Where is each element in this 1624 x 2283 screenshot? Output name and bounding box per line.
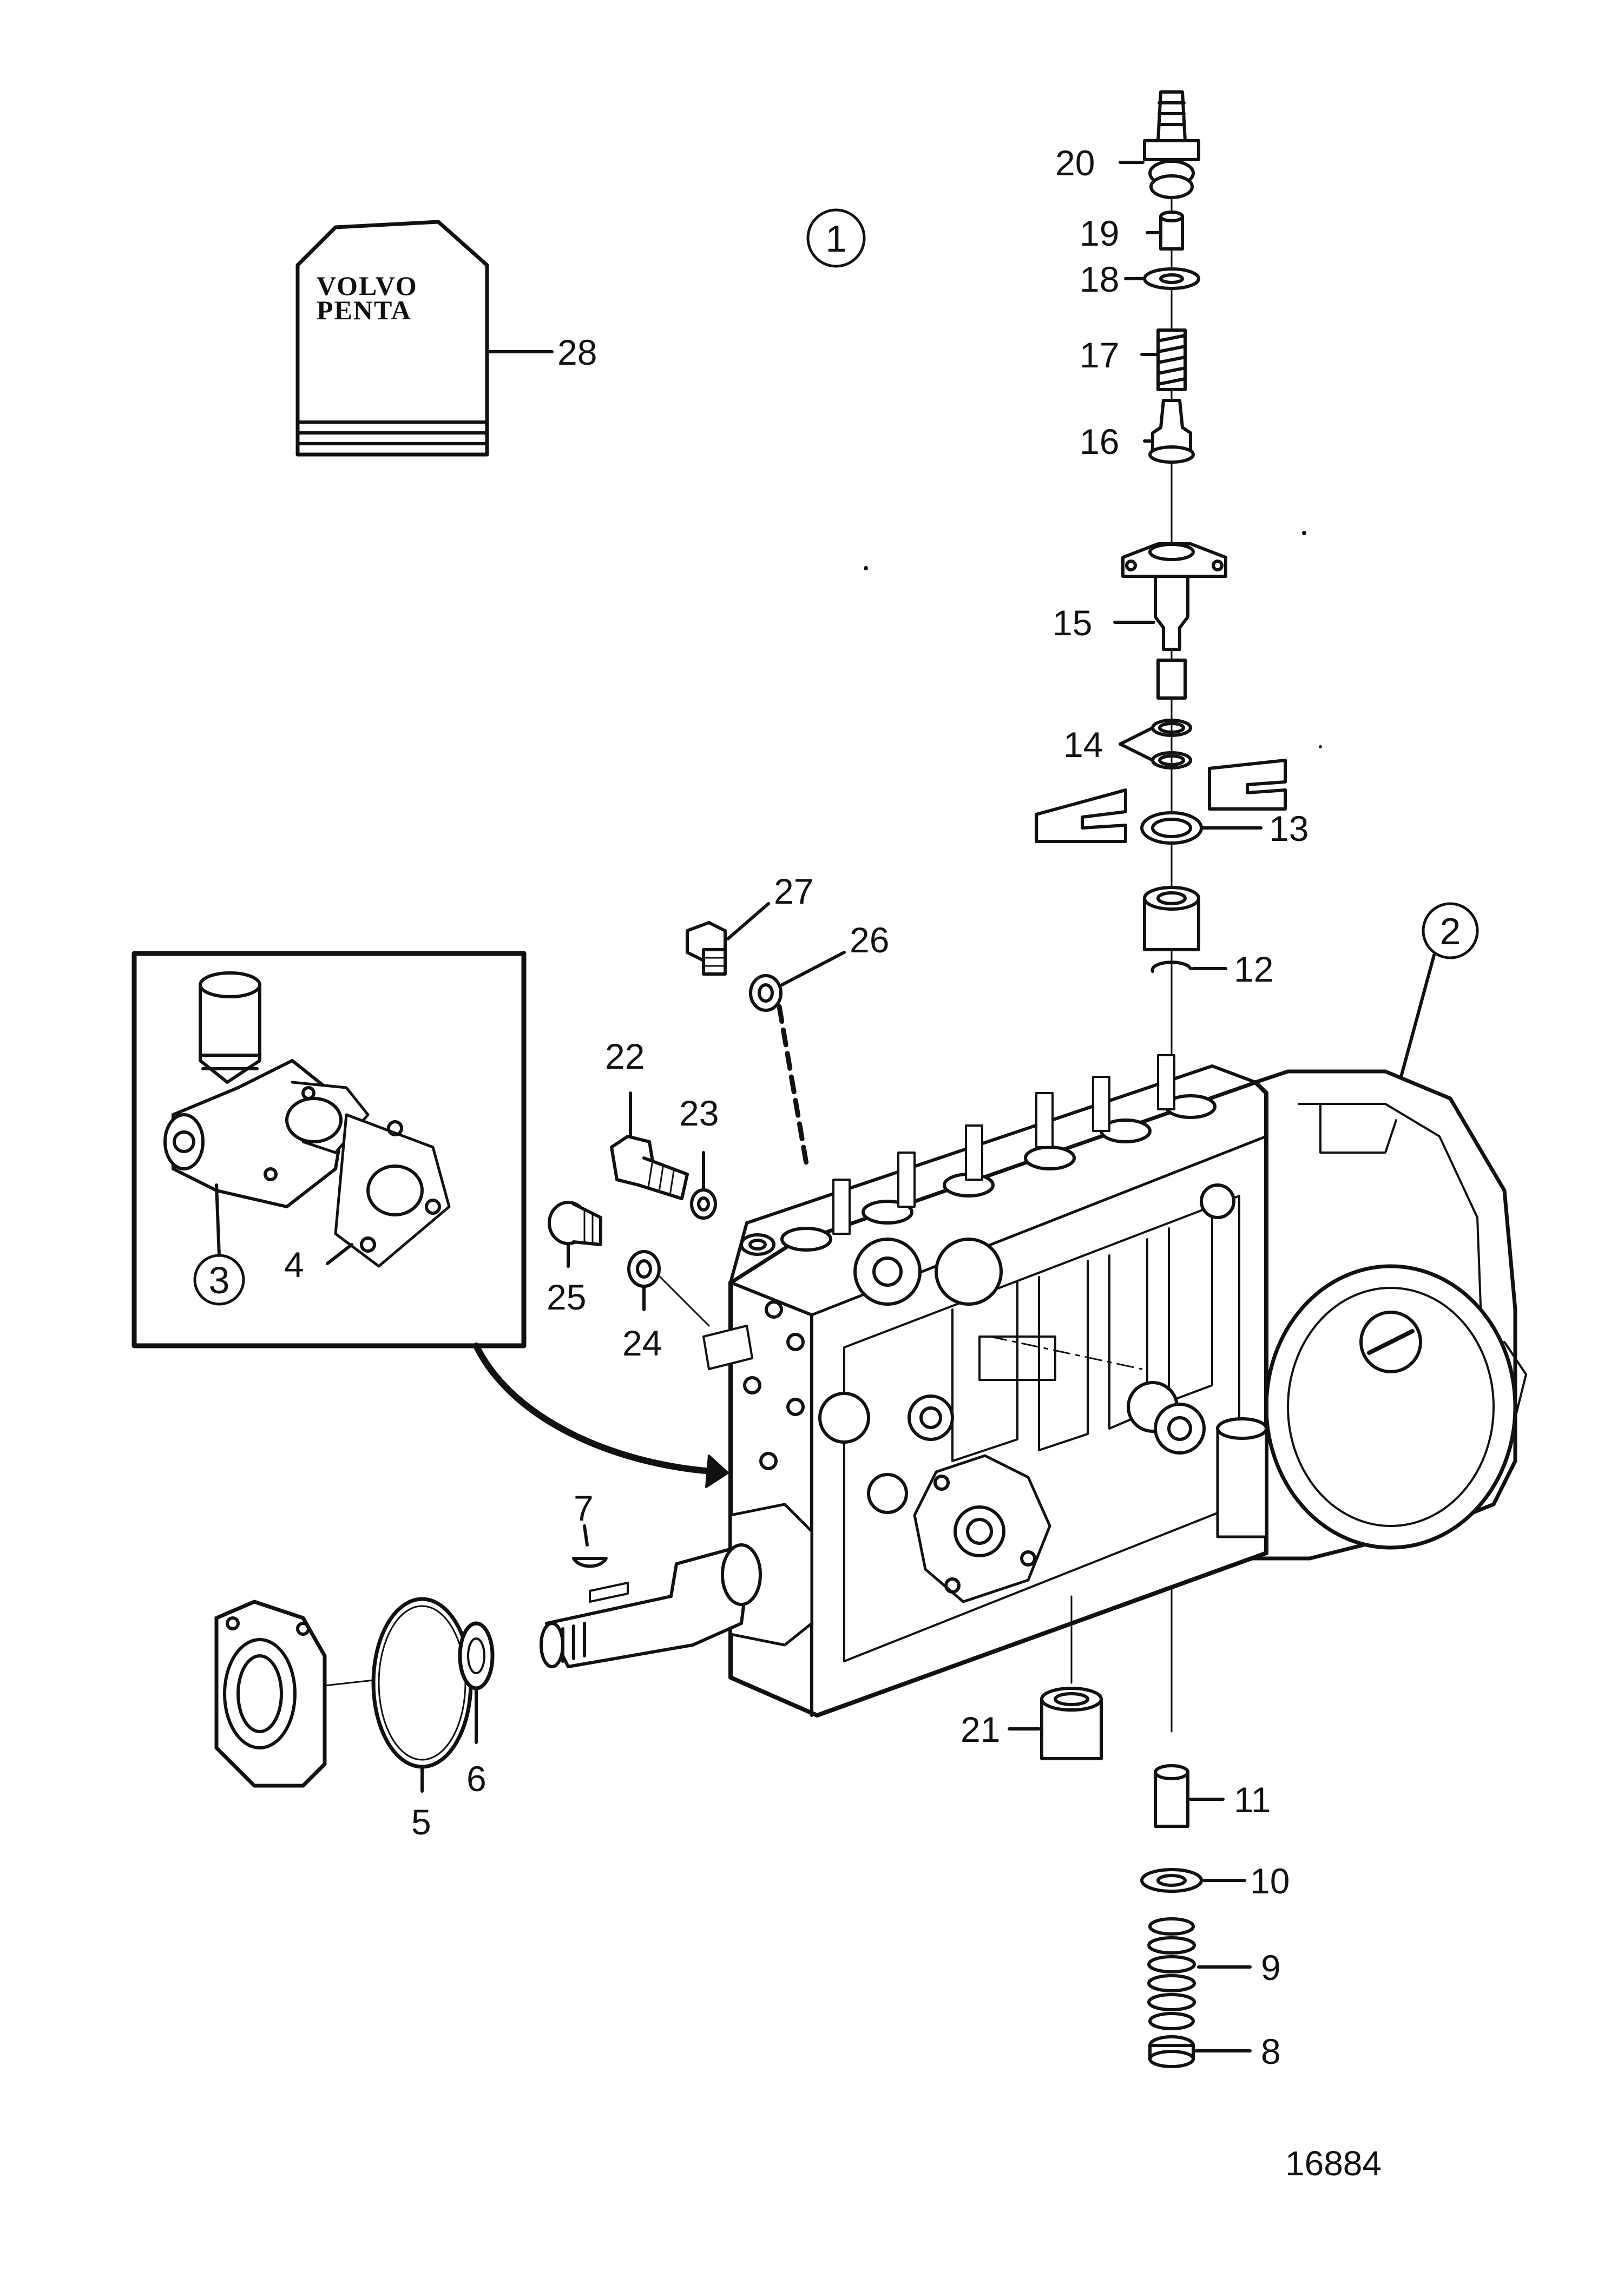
callout-25: 25	[547, 1277, 586, 1317]
callout-12: 12	[1234, 949, 1273, 989]
callout-2: 2	[1440, 910, 1461, 952]
callout-21: 21	[961, 1709, 1000, 1749]
callout-17: 17	[1080, 335, 1119, 375]
callout-16: 16	[1080, 422, 1119, 462]
woodruff-key	[572, 1557, 608, 1568]
callout-27: 27	[774, 871, 813, 911]
callout-20: 20	[1055, 143, 1095, 183]
callout-6: 6	[466, 1759, 486, 1799]
plug-screw	[548, 1201, 602, 1246]
callout-28: 28	[557, 332, 597, 372]
shaft-seal	[458, 1621, 495, 1690]
feed-pump-inset	[132, 951, 527, 1348]
callout-13: 13	[1269, 808, 1309, 848]
callout-11: 11	[1234, 1780, 1271, 1820]
callout-19: 19	[1080, 213, 1119, 253]
sealing-washer-26	[749, 974, 783, 1012]
manual-booklet: VOLVO PENTA	[295, 220, 489, 457]
callout-1: 1	[826, 218, 847, 260]
lower-plunger-stack	[1140, 1764, 1203, 2068]
drawing-number: 16884	[1285, 2144, 1382, 2183]
callout-8: 8	[1261, 2031, 1281, 2071]
callout-10: 10	[1250, 1861, 1290, 1901]
callout-23: 23	[679, 1093, 719, 1133]
camshaft	[540, 1543, 762, 1668]
callout-9: 9	[1261, 1948, 1281, 1988]
manual-brand-line2: PENTA	[317, 295, 412, 325]
callout-circle-1	[806, 208, 866, 268]
callout-24: 24	[622, 1323, 662, 1363]
banjo-bolt	[686, 921, 727, 976]
callout-18: 18	[1080, 259, 1119, 299]
overflow-valve	[610, 1135, 689, 1200]
callout-3: 3	[209, 1259, 230, 1301]
roller-sleeve	[1040, 1595, 1103, 1760]
end-cover	[214, 1600, 327, 1788]
pump-housing	[702, 1054, 1527, 1718]
callout-14: 14	[1063, 725, 1103, 765]
callout-22: 22	[605, 1036, 645, 1076]
washer-24	[627, 1250, 661, 1288]
callout-15: 15	[1053, 603, 1092, 643]
callout-4: 4	[284, 1245, 304, 1285]
callout-7: 7	[574, 1488, 594, 1528]
manual-brand-line1: VOLVO	[317, 271, 418, 301]
delivery-valve-stack	[1035, 90, 1287, 1733]
callout-26: 26	[850, 920, 889, 960]
callout-5: 5	[411, 1802, 431, 1842]
inset-pointer-arrow	[473, 1343, 723, 1475]
washer-23	[690, 1188, 717, 1220]
callout-circle-2	[1422, 902, 1479, 959]
o-ring	[371, 1597, 473, 1769]
